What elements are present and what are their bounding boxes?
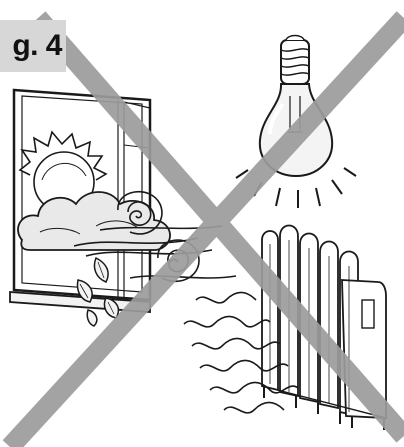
figure-label: g. 4 xyxy=(0,20,66,72)
heat-waves-icon xyxy=(183,291,299,414)
figure-label-text: g. 4 xyxy=(12,29,62,62)
prohibition-cross-icon xyxy=(2,11,404,447)
cloud-icon xyxy=(17,191,171,251)
leaves-icon xyxy=(76,256,120,327)
sun-icon xyxy=(18,130,108,213)
